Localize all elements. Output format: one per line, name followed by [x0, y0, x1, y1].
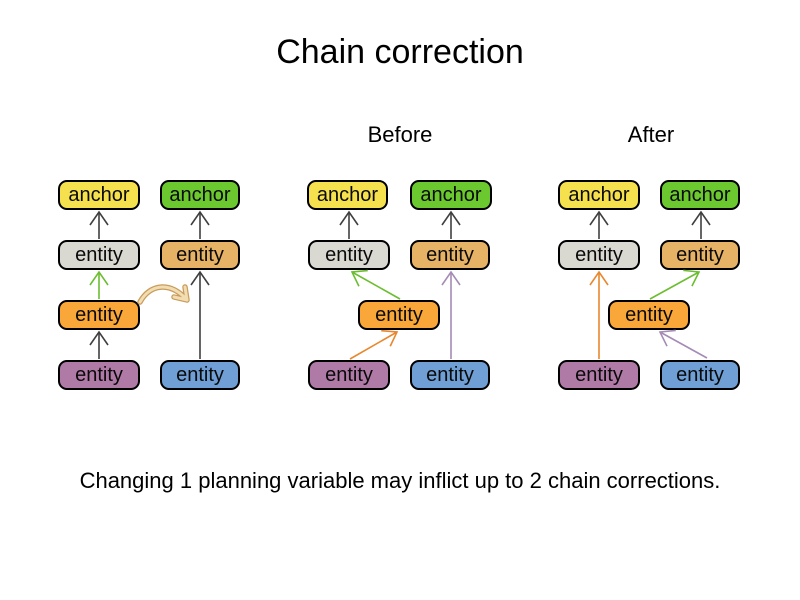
initial-entity-purple: entity: [58, 360, 140, 390]
after-anchor-green: anchor: [660, 180, 740, 210]
after-entity-tan: entity: [660, 240, 740, 270]
initial-entity-gray: entity: [58, 240, 140, 270]
initial-entity-orange: entity: [58, 300, 140, 330]
after-entity-purple: entity: [558, 360, 640, 390]
before-entity-tan: entity: [410, 240, 490, 270]
after-label: After: [627, 122, 675, 147]
caption-text: Changing 1 planning variable may inflict…: [79, 468, 721, 493]
before-entity-gray: entity: [308, 240, 390, 270]
initial-anchor-yellow: anchor: [58, 180, 140, 210]
after-entity-gray: entity: [558, 240, 640, 270]
before-anchor-yellow: anchor: [307, 180, 388, 210]
before-anchor-green: anchor: [410, 180, 492, 210]
before-entity-orange: entity: [358, 300, 440, 330]
initial-entity-tan: entity: [160, 240, 240, 270]
after-anchor-yellow: anchor: [558, 180, 640, 210]
before-entity-blue: entity: [410, 360, 490, 390]
before-label: Before: [367, 122, 433, 147]
after-entity-blue: entity: [660, 360, 740, 390]
initial-anchor-green: anchor: [160, 180, 240, 210]
before-entity-purple: entity: [308, 360, 390, 390]
slide-title: Chain correction: [276, 33, 524, 71]
initial-entity-blue: entity: [160, 360, 240, 390]
after-entity-orange: entity: [608, 300, 690, 330]
